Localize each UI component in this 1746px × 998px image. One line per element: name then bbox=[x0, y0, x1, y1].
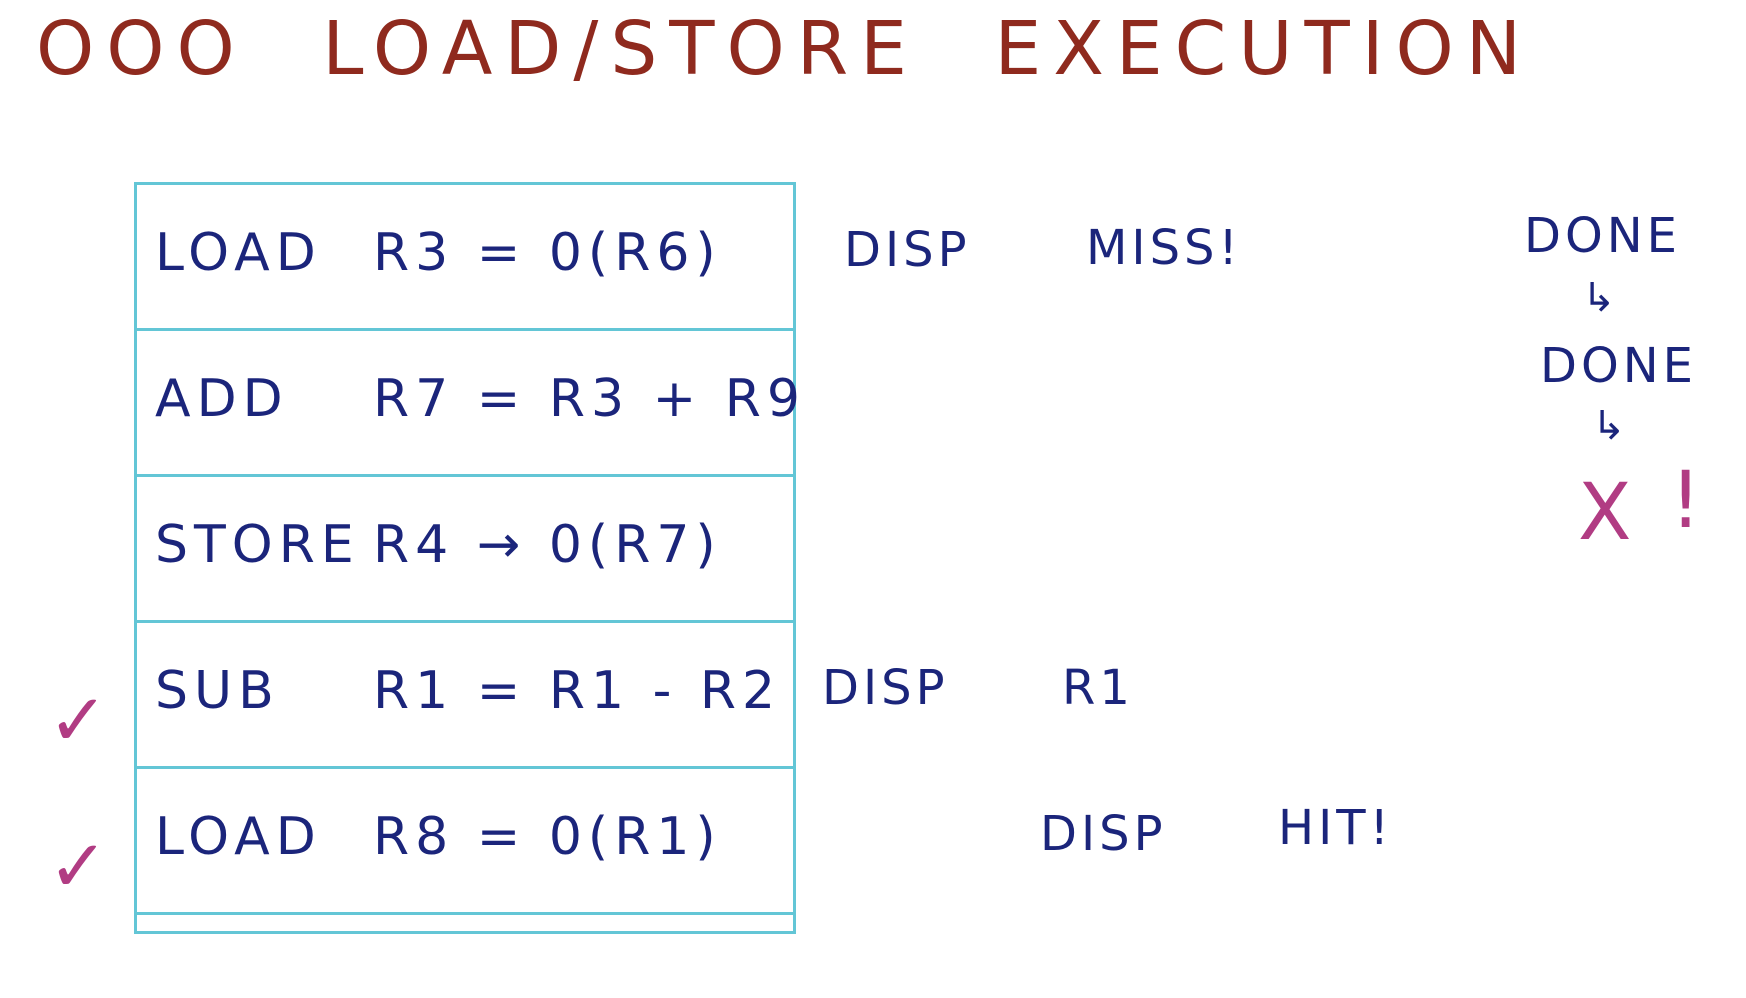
instruction-row-5: LOAD R8 = 0(R1) bbox=[137, 769, 793, 915]
instruction-op: LOAD bbox=[155, 807, 322, 867]
instruction-row-2: ADD R7 = R3 + R9 bbox=[137, 331, 800, 477]
done-label-mid: DONE bbox=[1540, 338, 1697, 394]
instruction-op: LOAD bbox=[155, 223, 322, 283]
down-arrow-icon: ↳ bbox=[1592, 403, 1626, 449]
instruction-expr: R7 = R3 + R9 bbox=[373, 369, 806, 429]
instruction-expr: R4 → 0(R7) bbox=[373, 515, 722, 575]
check-icon: ✓ bbox=[48, 824, 109, 908]
instruction-op: ADD bbox=[155, 369, 289, 429]
row1-dispatch-label: DISP bbox=[844, 222, 971, 278]
page-title: OOO LOAD/STORE EXECUTION bbox=[36, 6, 1534, 92]
exclamation-icon: ! bbox=[1670, 456, 1702, 546]
check-icon: ✓ bbox=[48, 678, 109, 762]
row1-result-label: MISS! bbox=[1086, 220, 1242, 276]
down-arrow-icon: ↳ bbox=[1582, 275, 1616, 321]
row5-result-label: HIT! bbox=[1278, 800, 1393, 856]
done-label-top: DONE bbox=[1524, 208, 1681, 264]
row4-result-label: R1 bbox=[1062, 660, 1134, 716]
instruction-expr: R3 = 0(R6) bbox=[373, 223, 722, 283]
instruction-table: LOAD R3 = 0(R6) ADD R7 = R3 + R9 STORE R… bbox=[134, 182, 800, 934]
instruction-row-4: SUB R1 = R1 - R2 bbox=[137, 623, 793, 769]
instruction-op: SUB bbox=[155, 661, 280, 721]
instruction-expr: R1 = R1 - R2 bbox=[373, 661, 782, 721]
x-mark-icon: X bbox=[1578, 468, 1632, 558]
row5-dispatch-label: DISP bbox=[1040, 806, 1167, 862]
instruction-expr: R8 = 0(R1) bbox=[373, 807, 722, 867]
row4-dispatch-label: DISP bbox=[822, 660, 949, 716]
instruction-row-1: LOAD R3 = 0(R6) bbox=[137, 185, 793, 331]
instruction-row-3: STORE R4 → 0(R7) bbox=[137, 477, 793, 623]
instruction-op: STORE bbox=[155, 515, 360, 575]
